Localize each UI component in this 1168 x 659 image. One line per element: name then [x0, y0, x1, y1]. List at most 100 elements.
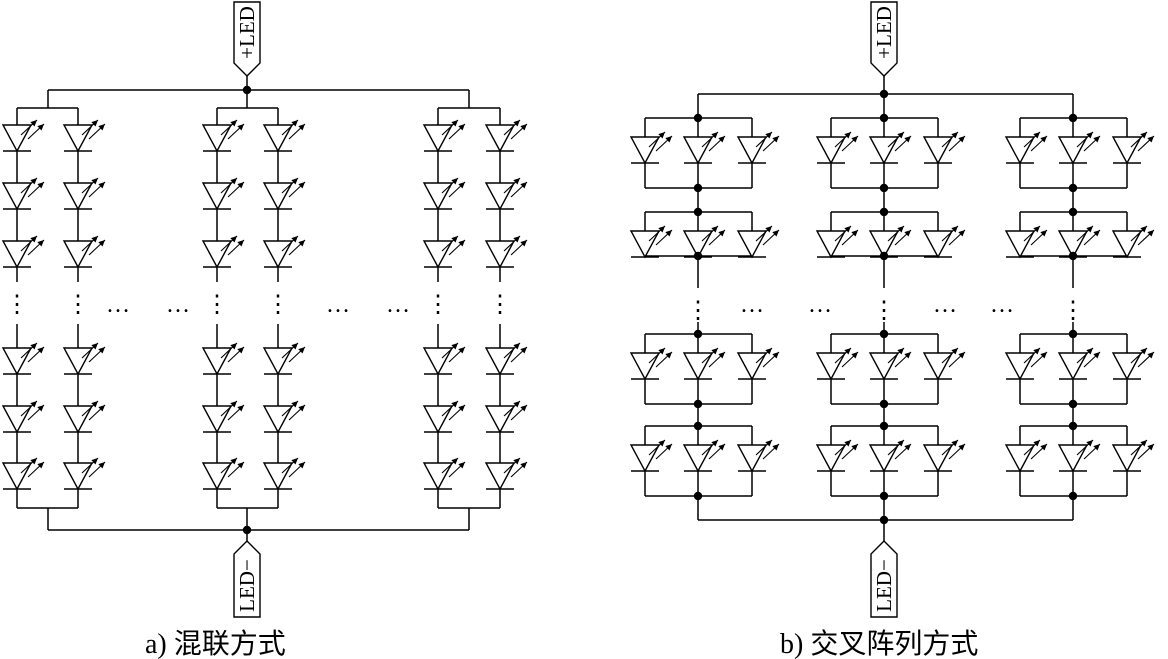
led-icon — [868, 225, 912, 259]
led-icon — [201, 457, 245, 491]
arrow-head — [1093, 352, 1100, 359]
led-icon — [484, 119, 528, 153]
led-icon — [484, 400, 528, 434]
led-icon — [1, 400, 45, 434]
junction-dot — [693, 113, 703, 123]
arrow-head — [1040, 230, 1047, 237]
arrow-head — [91, 343, 98, 350]
junction-dot — [879, 113, 889, 123]
led-icon — [484, 457, 528, 491]
arrow-head — [513, 401, 520, 408]
led-icon — [1057, 439, 1101, 473]
junction-dot — [693, 207, 703, 217]
arrow-head — [98, 462, 105, 469]
led-icon — [1111, 131, 1155, 165]
arrow-head — [298, 240, 305, 247]
arrow-head — [520, 347, 527, 354]
arrow-head — [851, 352, 858, 359]
led-icon — [1004, 131, 1048, 165]
arrow-head — [711, 132, 718, 139]
arrow-head — [1147, 230, 1154, 237]
led-icon — [815, 439, 859, 473]
arrow-head — [91, 178, 98, 185]
led-icon — [484, 177, 528, 211]
ellipsis-vertical: ⋮ — [686, 298, 710, 324]
led-icon — [262, 342, 306, 376]
arrow-head — [1040, 136, 1047, 143]
arrow-head — [1040, 444, 1047, 451]
arrow-head — [37, 182, 44, 189]
arrow-head — [291, 401, 298, 408]
arrow-head — [765, 348, 772, 355]
arrow-head — [30, 458, 37, 465]
ellipsis-vertical: ⋮ — [66, 292, 90, 318]
ellipsis-horizontal: … — [933, 292, 957, 318]
arrow-head — [98, 182, 105, 189]
arrow-head — [1140, 226, 1147, 233]
arrow-head — [237, 347, 244, 354]
arrow-head — [897, 132, 904, 139]
arrow-head — [665, 230, 672, 237]
arrow-head — [291, 178, 298, 185]
arrow-head — [298, 124, 305, 131]
led-icon — [62, 342, 106, 376]
arrow-head — [772, 230, 779, 237]
arrow-head — [951, 132, 958, 139]
arrow-head — [458, 405, 465, 412]
ellipsis-horizontal: … — [106, 292, 130, 318]
arrow-head — [237, 124, 244, 131]
caption-a: a) 混联方式 — [145, 629, 286, 659]
ellipsis-vertical: ⋮ — [1061, 298, 1085, 324]
arrow-head — [98, 124, 105, 131]
terminal-plus: +LED — [233, 1, 261, 77]
led-icon — [682, 131, 726, 165]
arrow-head — [904, 136, 911, 143]
arrow-head — [904, 444, 911, 451]
arrow-head — [951, 226, 958, 233]
arrow-head — [513, 120, 520, 127]
led-icon — [1111, 347, 1155, 381]
led-icon — [1004, 225, 1048, 259]
arrow-head — [98, 240, 105, 247]
led-icon — [1004, 347, 1048, 381]
arrow-head — [718, 136, 725, 143]
led-icon — [1, 457, 45, 491]
arrow-head — [458, 347, 465, 354]
led-icon — [1057, 347, 1101, 381]
arrow-head — [851, 230, 858, 237]
arrow-head — [718, 352, 725, 359]
diagram-a-hybrid: +LEDLED−⋮⋮⋮⋮⋮⋮………… — [1, 1, 528, 618]
junction-dot — [693, 421, 703, 431]
arrow-head — [772, 352, 779, 359]
arrow-head — [958, 230, 965, 237]
junction-dot — [1068, 113, 1078, 123]
led-icon — [62, 400, 106, 434]
arrow-head — [665, 136, 672, 143]
arrow-head — [451, 401, 458, 408]
arrow-head — [230, 401, 237, 408]
arrow-head — [958, 136, 965, 143]
led-icon — [815, 225, 859, 259]
led-icon — [422, 457, 466, 491]
led-icon — [629, 225, 673, 259]
led-icon — [201, 119, 245, 153]
arrow-head — [1093, 444, 1100, 451]
arrow-head — [513, 458, 520, 465]
led-icon — [1004, 439, 1048, 473]
ellipsis-horizontal: … — [166, 292, 190, 318]
arrow-head — [451, 236, 458, 243]
led-icon — [629, 439, 673, 473]
arrow-head — [30, 401, 37, 408]
led-icon — [62, 119, 106, 153]
led-icon — [1, 235, 45, 269]
arrow-head — [897, 440, 904, 447]
terminal-outline — [233, 1, 261, 77]
arrow-head — [298, 182, 305, 189]
arrow-head — [520, 124, 527, 131]
terminal-outline — [233, 540, 261, 618]
led-icon — [422, 119, 466, 153]
arrow-head — [91, 120, 98, 127]
junction-dot — [879, 421, 889, 431]
arrow-head — [904, 230, 911, 237]
